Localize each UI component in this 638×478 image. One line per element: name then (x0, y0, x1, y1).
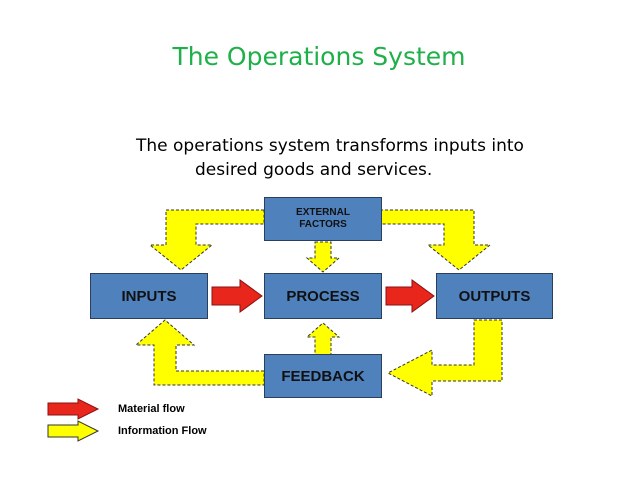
info-arrow-external-to-outputs (379, 209, 492, 271)
process-box: PROCESS (264, 273, 382, 319)
material-arrow-process-to-outputs (385, 279, 435, 313)
legend-information-arrow (47, 420, 100, 442)
external-factors-label: EXTERNAL FACTORS (296, 207, 350, 230)
description-line-1: The operations system transforms inputs … (136, 136, 524, 156)
feedback-label: FEEDBACK (281, 367, 365, 385)
page-title: The Operations System (172, 42, 466, 71)
inputs-box: INPUTS (90, 273, 208, 319)
outputs-box: OUTPUTS (436, 273, 553, 319)
description-line-2: desired goods and services. (195, 160, 433, 180)
legend-material-arrow (47, 398, 100, 420)
external-factors-box: EXTERNAL FACTORS (264, 197, 382, 241)
process-label: PROCESS (286, 287, 360, 305)
outputs-label: OUTPUTS (458, 287, 531, 305)
info-arrow-external-to-process (305, 241, 341, 273)
inputs-label: INPUTS (121, 287, 177, 305)
description-text: The operations system transforms inputs … (136, 134, 556, 182)
info-arrow-feedback-to-inputs (134, 319, 265, 386)
legend-material-label: Material flow (118, 403, 185, 415)
legend-information-label: Information Flow (118, 425, 207, 437)
feedback-box: FEEDBACK (264, 354, 382, 398)
info-arrow-external-to-inputs (148, 209, 265, 271)
info-arrow-outputs-to-feedback (386, 319, 503, 397)
material-arrow-inputs-to-process (211, 279, 263, 313)
info-arrow-feedback-to-process (305, 322, 341, 356)
